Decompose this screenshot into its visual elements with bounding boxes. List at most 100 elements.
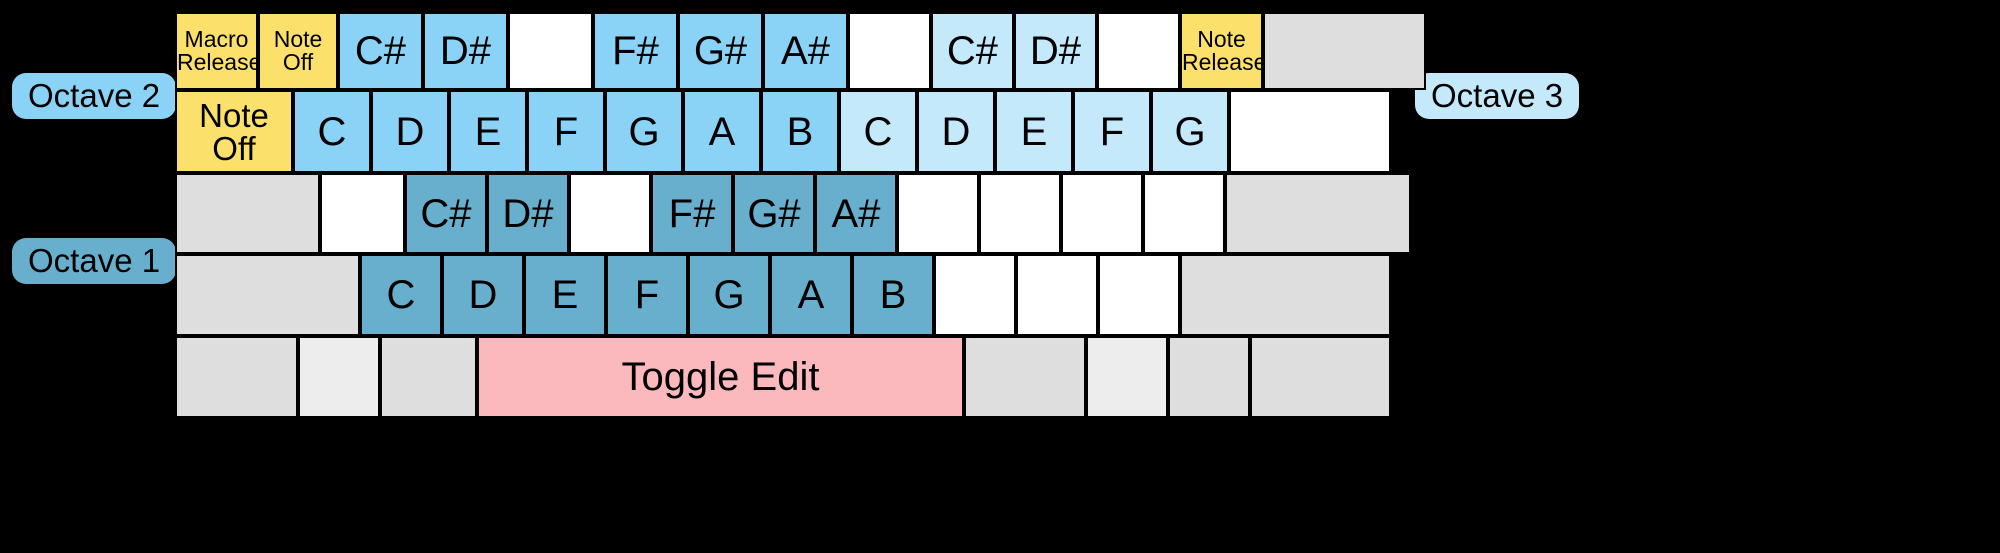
- key-f[interactable]: F: [527, 90, 605, 173]
- key-b[interactable]: B: [761, 90, 839, 173]
- key-blank: [1086, 336, 1168, 418]
- key-label: Toggle Edit: [621, 355, 820, 399]
- key-d[interactable]: D#: [1014, 12, 1097, 90]
- key-blank: [175, 173, 320, 254]
- key-label: B: [786, 109, 814, 154]
- key-blank: [848, 12, 931, 90]
- key-d[interactable]: D: [917, 90, 995, 173]
- key-label: E: [1020, 109, 1048, 154]
- key-c[interactable]: C: [360, 254, 442, 336]
- key-g[interactable]: G: [688, 254, 770, 336]
- key-blank: [298, 336, 380, 418]
- key-label: C: [386, 273, 416, 317]
- keyboard-row-home-row: C# D# F# G# A#: [175, 173, 1411, 254]
- key-blank: [934, 254, 1016, 336]
- key-label: C: [863, 109, 893, 154]
- key-blank: [569, 173, 651, 254]
- key-label: D#: [502, 191, 554, 236]
- key-e[interactable]: E: [995, 90, 1073, 173]
- key-label: C#: [354, 29, 407, 73]
- octave-2-label: Octave 2: [12, 73, 177, 119]
- key-blank: [380, 336, 477, 418]
- key-c[interactable]: C#: [931, 12, 1014, 90]
- key-f[interactable]: F: [606, 254, 688, 336]
- key-g[interactable]: G#: [733, 173, 815, 254]
- key-label: D#: [439, 29, 492, 73]
- key-blank: [1180, 254, 1391, 336]
- key-blank: [1229, 90, 1391, 173]
- key-g[interactable]: G: [1151, 90, 1229, 173]
- key-g[interactable]: G: [605, 90, 683, 173]
- key-blank: [508, 12, 593, 90]
- key-label: A#: [831, 191, 881, 236]
- key-label: D: [468, 273, 498, 317]
- octave-1-label: Octave 1: [12, 238, 177, 284]
- key-c[interactable]: C: [839, 90, 917, 173]
- key-f[interactable]: F#: [651, 173, 733, 254]
- key-label: F: [1099, 109, 1125, 154]
- key-a[interactable]: A: [683, 90, 761, 173]
- key-blank: [1016, 254, 1098, 336]
- key-blank: [175, 336, 298, 418]
- keyboard-row-space-row: Toggle Edit: [175, 336, 1391, 418]
- key-g[interactable]: G#: [678, 12, 763, 90]
- key-label: C#: [946, 29, 999, 73]
- key-blank: [964, 336, 1086, 418]
- key-label: E: [474, 109, 502, 154]
- key-toggle-edit[interactable]: Toggle Edit: [477, 336, 964, 418]
- key-c[interactable]: C#: [405, 173, 487, 254]
- key-label: G: [1174, 109, 1206, 154]
- key-label: B: [879, 273, 907, 317]
- key-f[interactable]: F: [1073, 90, 1151, 173]
- key-b[interactable]: B: [852, 254, 934, 336]
- key-blank: [897, 173, 979, 254]
- key-c[interactable]: C#: [338, 12, 423, 90]
- key-label: A#: [781, 29, 830, 73]
- key-blank: [1263, 12, 1426, 90]
- key-d[interactable]: D: [371, 90, 449, 173]
- key-label: C: [317, 109, 347, 154]
- key-blank: [1061, 173, 1143, 254]
- key-label: D#: [1029, 29, 1082, 73]
- key-blank: [175, 254, 360, 336]
- key-label: G#: [693, 29, 748, 73]
- key-blank: [1225, 173, 1411, 254]
- key-label: E: [551, 273, 579, 317]
- key-a[interactable]: A#: [763, 12, 848, 90]
- key-label: A: [708, 109, 736, 154]
- key-label: G: [713, 273, 745, 317]
- key-label: F#: [668, 191, 716, 236]
- key-f[interactable]: F#: [593, 12, 678, 90]
- key-label: D: [941, 109, 971, 154]
- key-d[interactable]: D: [442, 254, 524, 336]
- key-blank: [320, 173, 405, 254]
- key-d[interactable]: D#: [487, 173, 569, 254]
- key-e[interactable]: E: [449, 90, 527, 173]
- key-d[interactable]: D#: [423, 12, 508, 90]
- key-a[interactable]: A: [770, 254, 852, 336]
- key-label: G#: [747, 191, 801, 236]
- key-a[interactable]: A#: [815, 173, 897, 254]
- octave-3-label: Octave 3: [1415, 73, 1580, 119]
- key-label: F#: [612, 29, 659, 73]
- key-label: D: [395, 109, 425, 154]
- key-blank: [1143, 173, 1225, 254]
- key-label: A: [797, 273, 825, 317]
- key-c[interactable]: C: [293, 90, 371, 173]
- key-e[interactable]: E: [524, 254, 606, 336]
- key-label: F: [553, 109, 579, 154]
- key-blank: [1250, 336, 1391, 418]
- key-blank: [1098, 254, 1180, 336]
